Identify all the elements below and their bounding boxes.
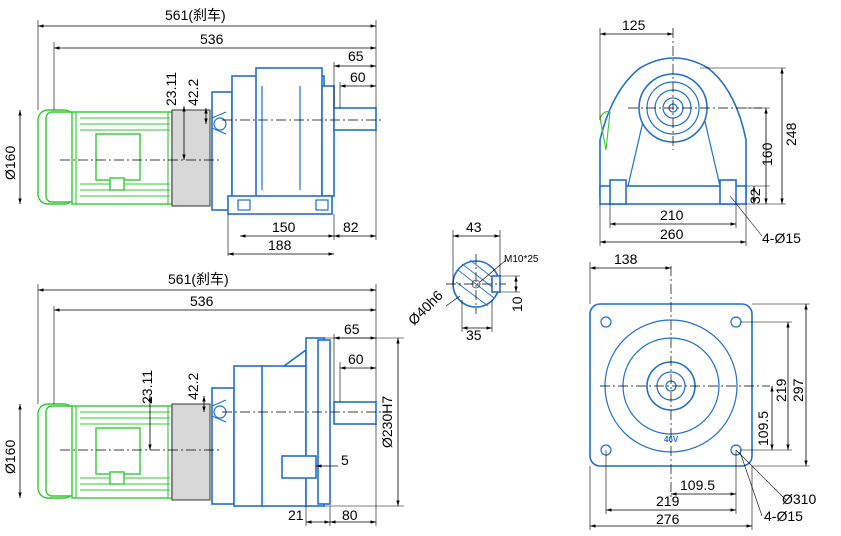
dim-dia-160-top: Ø160 bbox=[2, 146, 18, 180]
dim-dia-40: Ø40h6 bbox=[405, 287, 446, 328]
adapter-bottom bbox=[171, 403, 211, 501]
dim-65-top: 65 bbox=[348, 48, 364, 64]
dim-109-5-h: 109.5 bbox=[680, 477, 715, 493]
dim-dia-230: Ø230H7 bbox=[379, 396, 395, 448]
dim-42-2-top: 42.2 bbox=[185, 79, 201, 106]
dim-260: 260 bbox=[660, 226, 684, 242]
gearbox-bottom bbox=[211, 337, 377, 507]
dim-188: 188 bbox=[268, 237, 292, 253]
front-view-foot: 125 248 160 32 210 260 4-Ø15 bbox=[599, 17, 801, 246]
label-m10: M10*25 bbox=[504, 254, 539, 265]
motor-bottom bbox=[37, 403, 173, 499]
dim-276: 276 bbox=[656, 511, 680, 527]
shaft-section: 43 35 10 M10*25 Ø40h6 bbox=[405, 219, 539, 343]
label-4-holes-bottom: 4-Ø15 bbox=[764, 508, 803, 524]
dim-561-top: 561(刹车) bbox=[165, 7, 226, 23]
label-4-holes-top: 4-Ø15 bbox=[762, 230, 801, 246]
dim-536-top: 536 bbox=[200, 31, 224, 47]
dim-150: 150 bbox=[272, 219, 296, 235]
dim-536-bottom: 536 bbox=[190, 293, 214, 309]
dim-42-2-bottom: 42.2 bbox=[185, 373, 201, 400]
dim-160-front: 160 bbox=[759, 142, 775, 166]
label-dia-310: Ø310 bbox=[782, 491, 816, 507]
dim-60-bottom: 60 bbox=[348, 351, 364, 367]
label-46v: 46V bbox=[664, 435, 679, 444]
front-view-flange: 46V 138 219 297 109.5 109.5 219 276 Ø310 bbox=[589, 251, 816, 530]
dim-65-bottom: 65 bbox=[344, 321, 360, 337]
dim-23-11-bottom: 23.11 bbox=[139, 370, 155, 404]
dim-561-bottom: 561(刹车) bbox=[168, 271, 229, 287]
dim-5: 5 bbox=[341, 452, 349, 468]
dim-32: 32 bbox=[747, 188, 763, 204]
motor-top bbox=[37, 109, 173, 205]
side-view-bottom: 561(刹车) 536 65 60 23.11 42.2 Ø160 Ø230H7… bbox=[2, 271, 404, 526]
dim-10: 10 bbox=[509, 296, 525, 312]
dim-82: 82 bbox=[343, 219, 359, 235]
dim-80: 80 bbox=[342, 507, 358, 523]
gearbox-top bbox=[211, 67, 377, 215]
dim-210: 210 bbox=[660, 207, 684, 223]
dim-35: 35 bbox=[466, 327, 482, 343]
adapter-top bbox=[171, 109, 211, 207]
dim-125: 125 bbox=[622, 17, 646, 33]
dim-dia-160-bottom: Ø160 bbox=[2, 440, 18, 474]
dim-248: 248 bbox=[783, 122, 799, 146]
side-view-top: 561(刹车) 536 65 60 23.11 42.2 Ø160 150 82… bbox=[2, 7, 384, 256]
dim-219-v: 219 bbox=[773, 378, 789, 402]
dim-23-11-top: 23.11 bbox=[163, 72, 179, 106]
dim-60-top: 60 bbox=[350, 69, 366, 85]
dim-21: 21 bbox=[288, 507, 304, 523]
dim-297: 297 bbox=[790, 378, 806, 402]
dim-109-5-v: 109.5 bbox=[755, 411, 771, 446]
dim-43: 43 bbox=[466, 219, 482, 235]
dim-219-h: 219 bbox=[656, 493, 680, 509]
dim-138: 138 bbox=[614, 251, 638, 267]
